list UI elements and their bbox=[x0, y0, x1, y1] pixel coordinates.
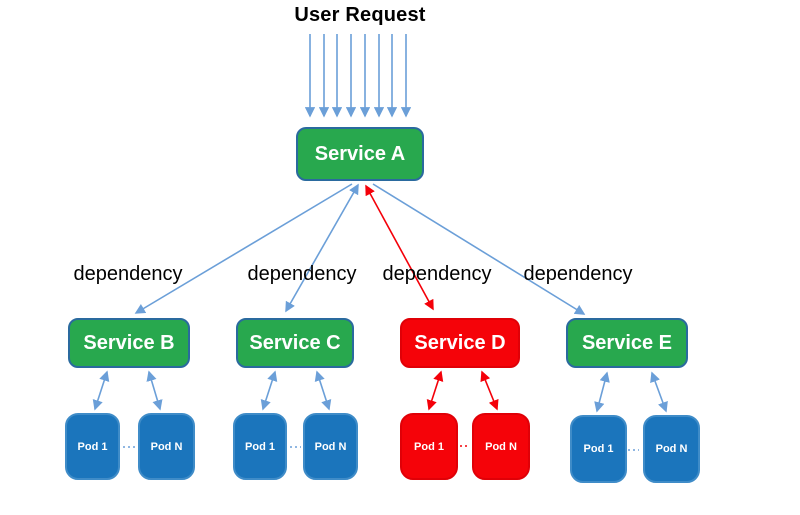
service-c-node[interactable]: Service C bbox=[236, 318, 354, 368]
service-d-node[interactable]: Service D bbox=[400, 318, 520, 368]
dependency-arrow-a-to-c bbox=[285, 183, 359, 313]
pod-label: Pod N bbox=[150, 440, 183, 453]
service-e-pod-n[interactable]: Pod N bbox=[643, 415, 700, 483]
service-a-label: Service A bbox=[314, 142, 406, 165]
link-service-e-pod-1 bbox=[594, 371, 610, 413]
dependency-arrow-a-to-d bbox=[365, 184, 434, 311]
link-service-d-pod-n bbox=[480, 370, 499, 411]
dependency-label-e: dependency bbox=[523, 263, 633, 285]
link-service-b-pod-n bbox=[146, 370, 163, 411]
link-service-b-pod-1 bbox=[92, 370, 110, 411]
service-c-label: Service C bbox=[249, 331, 341, 354]
pod-label: Pod N bbox=[314, 440, 347, 453]
link-service-d-pod-1 bbox=[426, 370, 444, 411]
service-e-node[interactable]: Service E bbox=[566, 318, 688, 368]
service-b-pod-1[interactable]: Pod 1 bbox=[65, 413, 120, 480]
service-b-label: Service B bbox=[83, 331, 175, 354]
service-c-pod-n[interactable]: Pod N bbox=[303, 413, 358, 480]
service-e-pod-1[interactable]: Pod 1 bbox=[570, 415, 627, 483]
link-service-e-pod-n bbox=[650, 371, 668, 413]
dependency-label-c: dependency bbox=[247, 263, 357, 285]
service-c-pod-1[interactable]: Pod 1 bbox=[233, 413, 287, 480]
service-a-node[interactable]: Service A bbox=[296, 127, 424, 181]
pod-label: Pod N bbox=[655, 443, 688, 455]
service-b-pod-n[interactable]: Pod N bbox=[138, 413, 195, 480]
service-d-pod-1[interactable]: Pod 1 bbox=[400, 413, 458, 480]
dependency-label-b: dependency bbox=[73, 263, 183, 285]
link-service-c-pod-1 bbox=[260, 370, 278, 411]
service-d-pod-n[interactable]: Pod N bbox=[472, 413, 530, 480]
pod-label: Pod 1 bbox=[583, 443, 614, 455]
service-e-label: Service E bbox=[581, 331, 673, 354]
pod-label: Pod N bbox=[485, 440, 517, 453]
pod-label: Pod 1 bbox=[77, 440, 108, 453]
dependency-arrow-a-to-b bbox=[134, 183, 353, 314]
service-d-label: Service D bbox=[414, 331, 506, 354]
dependency-label-d: dependency bbox=[382, 263, 492, 285]
service-b-node[interactable]: Service B bbox=[68, 318, 190, 368]
dependency-arrow-a-to-e bbox=[372, 183, 586, 315]
pod-label: Pod 1 bbox=[414, 440, 444, 453]
link-service-c-pod-n bbox=[314, 370, 332, 411]
user-request-label: User Request bbox=[294, 4, 426, 26]
user-request-arrows bbox=[304, 34, 412, 118]
pod-label: Pod 1 bbox=[245, 440, 275, 453]
